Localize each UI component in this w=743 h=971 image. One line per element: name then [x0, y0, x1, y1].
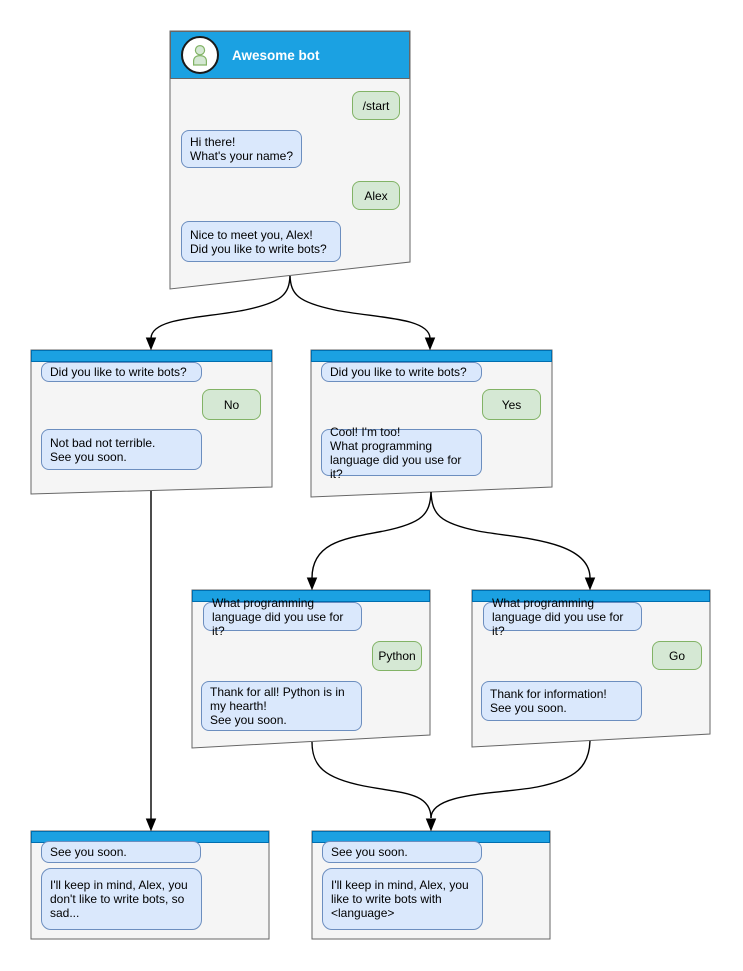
- bot-message-bubble: See you soon.: [41, 841, 201, 863]
- window-title: Awesome bot: [232, 47, 320, 63]
- message-text: Not bad not terrible. See you soon.: [50, 435, 156, 464]
- message-text: No: [223, 397, 240, 412]
- connector-yes-to-python: [311, 491, 432, 579]
- arrowhead-lang-python: [306, 577, 318, 591]
- bot-message-bubble: Not bad not terrible. See you soon.: [41, 429, 202, 470]
- message-text: Thank for information! See you soon.: [490, 687, 607, 715]
- bot-message-bubble: Cool! I'm too! What programming language…: [321, 425, 482, 481]
- bot-message-bubble: Did you like to write bots?: [41, 362, 202, 382]
- user-message-bubble: Go: [652, 641, 702, 670]
- message-text: Cool! I'm too! What programming language…: [330, 424, 462, 481]
- connector-go-to-end: [430, 740, 591, 819]
- flow-node-end-yes: See you soon. I'll keep in mind, Alex, y…: [312, 831, 550, 939]
- connector-yes-to-go: [430, 491, 591, 579]
- connector-python-to-end: [311, 741, 432, 819]
- flow-node-lang-python: What programming language did you use fo…: [192, 590, 430, 748]
- message-text: Alex: [364, 188, 388, 203]
- message-text: Thank for all! Python is in my hearth! S…: [210, 685, 345, 727]
- flow-node-awesome-bot: Awesome bot /start Hi there! What's your…: [170, 31, 410, 289]
- message-text: What programming language did you use fo…: [212, 595, 344, 638]
- message-text: I'll keep in mind, Alex, you like to wri…: [331, 878, 469, 920]
- bot-message-bubble: Hi there! What's your name?: [181, 130, 302, 168]
- user-message-bubble: No: [202, 389, 261, 420]
- user-message-bubble: Alex: [352, 181, 400, 210]
- person-icon: [193, 44, 207, 66]
- message-text: Go: [668, 648, 685, 663]
- user-message-bubble: Python: [372, 641, 422, 671]
- bot-message-bubble: Nice to meet you, Alex! Did you like to …: [181, 221, 341, 262]
- arrowhead-end-no: [145, 818, 157, 832]
- message-text: Nice to meet you, Alex! Did you like to …: [190, 227, 327, 256]
- arrowhead-end-yes: [425, 818, 437, 832]
- window-titlebar-strip: [192, 590, 430, 602]
- bot-message-bubble: What programming language did you use fo…: [483, 596, 642, 638]
- arrowhead-ask-yes: [424, 337, 436, 351]
- message-text: Python: [378, 649, 416, 663]
- bot-message-bubble: Thank for all! Python is in my hearth! S…: [201, 681, 362, 731]
- message-text: See you soon.: [331, 845, 408, 859]
- message-text: Did you like to write bots?: [330, 365, 467, 379]
- user-message-bubble: Yes: [482, 389, 541, 420]
- window-titlebar-strip: [31, 350, 272, 362]
- bot-message-bubble: What programming language did you use fo…: [203, 596, 362, 638]
- flow-node-ask-no: Did you like to write bots? No Not bad n…: [31, 350, 272, 494]
- bot-message-bubble: See you soon.: [322, 841, 482, 863]
- user-message-bubble: /start: [352, 91, 400, 120]
- arrowhead-lang-go: [584, 577, 596, 591]
- window-titlebar-strip: [311, 350, 552, 362]
- window-header: Awesome bot: [170, 31, 410, 79]
- flow-node-ask-yes: Did you like to write bots? Yes Cool! I'…: [311, 350, 552, 497]
- window-titlebar-strip: [472, 590, 710, 602]
- message-text: What programming language did you use fo…: [492, 595, 624, 638]
- message-text: Did you like to write bots?: [50, 365, 187, 379]
- bot-message-bubble: I'll keep in mind, Alex, you like to wri…: [322, 868, 483, 930]
- flow-node-lang-go: What programming language did you use fo…: [472, 590, 710, 747]
- bot-message-bubble: Did you like to write bots?: [321, 362, 482, 382]
- arrowhead-ask-no: [145, 337, 157, 351]
- message-text: Yes: [501, 397, 522, 412]
- message-text: See you soon.: [50, 845, 127, 859]
- message-text: /start: [362, 98, 390, 113]
- bot-message-bubble: Thank for information! See you soon.: [481, 681, 642, 721]
- message-text: Hi there! What's your name?: [190, 135, 294, 163]
- bot-message-bubble: I'll keep in mind, Alex, you don't like …: [41, 868, 202, 930]
- message-text: I'll keep in mind, Alex, you don't like …: [50, 878, 188, 920]
- flow-node-end-no: See you soon. I'll keep in mind, Alex, y…: [31, 831, 269, 939]
- bot-avatar: [181, 36, 219, 74]
